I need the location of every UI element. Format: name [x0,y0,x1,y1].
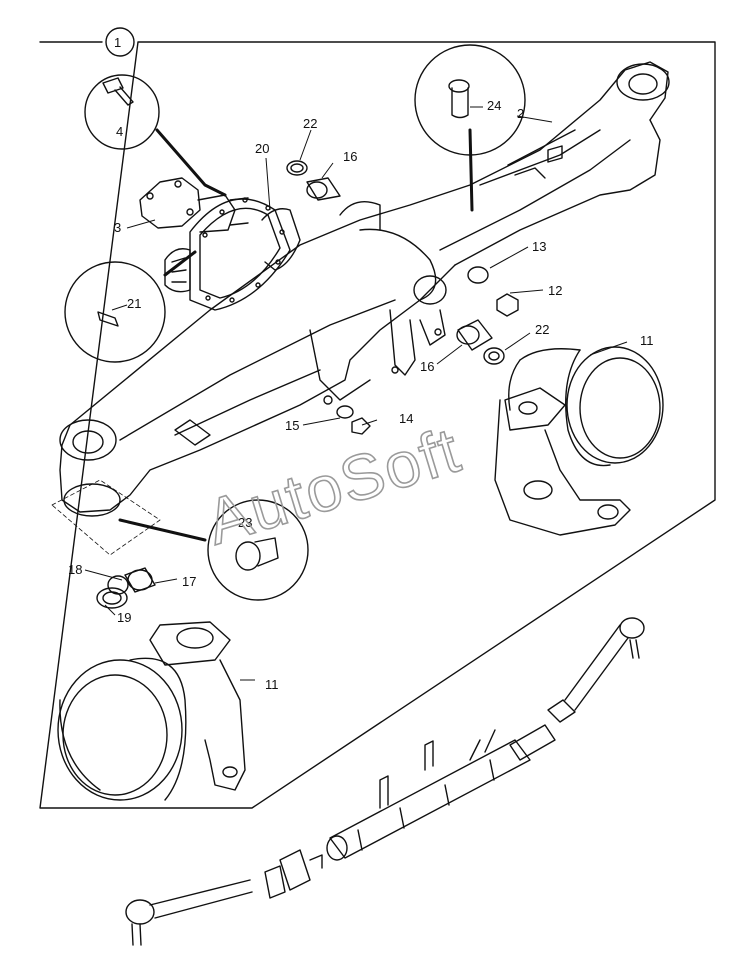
detail-bubble-23 [207,499,309,601]
watermark: AutoSoft [198,413,469,558]
callout-3: 3 [114,220,121,235]
pinion-yoke [139,177,249,233]
callout-4: 4 [116,124,123,139]
steering-cylinder [326,724,556,861]
callout-14: 14 [399,411,413,426]
callout-21: 21 [127,296,141,311]
group-circle [105,27,135,57]
callout-16-right: 16 [420,359,434,374]
axle-housing [59,61,670,517]
seal-set [96,567,156,609]
bushing-right [456,293,519,365]
drain-plug [336,405,371,435]
tie-rod-right [547,617,645,723]
callout-2: 2 [517,106,524,121]
callout-18: 18 [68,562,82,577]
group-label: 1 [114,35,121,50]
callout-20: 20 [255,141,269,156]
callout-19: 19 [117,610,131,625]
gasket-20 [261,208,301,271]
callout-22-top: 22 [303,116,317,131]
bushing-top [286,160,341,201]
callout-24: 24 [487,98,501,113]
callout-17: 17 [182,574,196,589]
detail-bubble-21 [64,261,166,363]
callout-16-top: 16 [343,149,357,164]
callout-23: 23 [238,515,252,530]
callout-12: 12 [548,283,562,298]
callout-15: 15 [285,418,299,433]
hub-knuckle-left [57,621,246,801]
assembly-frame [39,41,716,809]
callout-13: 13 [532,239,546,254]
callout-22-right: 22 [535,322,549,337]
detail-bubble-4 [84,74,160,150]
tie-rod-left [125,849,323,946]
callout-11-right: 11 [640,333,654,348]
differential-flange [164,197,291,311]
hub-knuckle-right [494,346,664,536]
detail-bubble-24 [414,44,526,156]
callout-11-left: 11 [265,677,279,692]
